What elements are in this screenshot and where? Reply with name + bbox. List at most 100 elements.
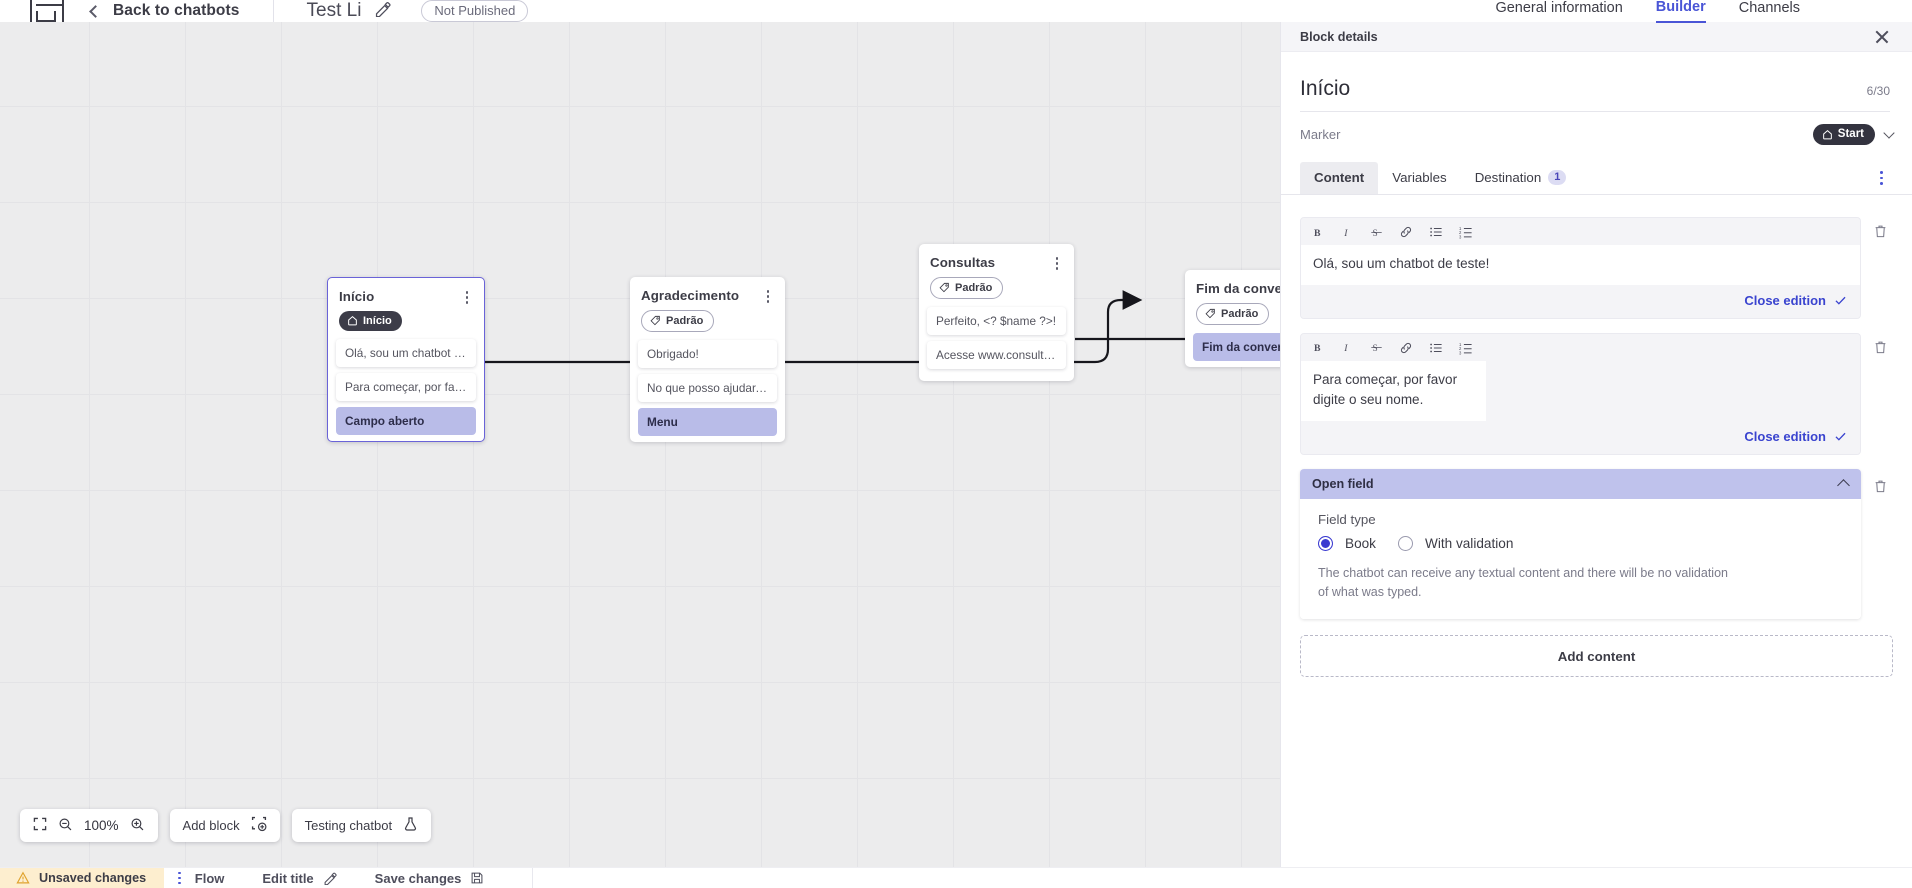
node-message[interactable]: Olá, sou um chatbot de teste! (336, 339, 476, 367)
tab-destination-label: Destination (1474, 170, 1542, 185)
trash-icon[interactable] (1867, 217, 1893, 239)
tab-builder[interactable]: Builder (1655, 0, 1706, 23)
node-tag-row: Início (328, 304, 484, 339)
close-edition-button[interactable]: Close edition (1744, 293, 1847, 308)
back-to-chatbots-link[interactable]: Back to chatbots (113, 2, 240, 19)
strikethrough-icon[interactable]: S (1370, 226, 1383, 239)
node-tag: Padrão (1196, 303, 1270, 325)
char-counter: 6/30 (1866, 84, 1890, 98)
node-tag-row: Padrão (919, 270, 1074, 307)
svg-text:B: B (1314, 227, 1321, 238)
svg-text:1: 1 (1459, 341, 1462, 346)
close-icon[interactable] (1874, 29, 1890, 45)
save-changes-button[interactable]: Save changes (375, 871, 485, 886)
pencil-icon (324, 872, 337, 885)
tag-icon (1205, 308, 1215, 319)
italic-icon[interactable]: I (1341, 226, 1354, 239)
node-tag: Padrão (641, 310, 715, 332)
node-message[interactable]: Acesse www.consultas.com par... (927, 340, 1066, 369)
rich-text-editor[interactable]: B I S 123 Para começar, por favor digite… (1300, 332, 1861, 455)
testing-chatbot-button[interactable]: Testing chatbot (291, 809, 432, 842)
node-menu-icon[interactable] (1050, 255, 1064, 270)
kebab-menu-icon[interactable] (178, 871, 181, 885)
radio-with-validation[interactable] (1397, 535, 1413, 551)
status-bar: Unsaved changes Flow Edit title Save cha… (0, 867, 1912, 888)
chevron-down-icon[interactable] (1883, 127, 1895, 139)
panel-tabs: Content Variables Destination 1 (1281, 162, 1912, 195)
home-icon (1822, 129, 1832, 139)
open-field-title: Open field (1312, 476, 1374, 491)
panel-title-row: Início 6/30 (1281, 52, 1912, 101)
bold-icon[interactable]: B (1312, 341, 1325, 354)
node-message-highlight[interactable]: Campo aberto (336, 407, 476, 435)
add-content-button[interactable]: Add content (1300, 635, 1893, 678)
flow-node-inicio[interactable]: Início Início Olá, sou um chatbot de tes… (327, 277, 485, 442)
node-tag: Início (339, 311, 402, 331)
tab-general-information[interactable]: General information (1495, 0, 1623, 16)
strikethrough-icon[interactable]: S (1370, 341, 1383, 354)
back-chevron-icon[interactable] (89, 4, 102, 18)
tab-content[interactable]: Content (1300, 162, 1379, 194)
marker-start-chip[interactable]: Start (1812, 124, 1875, 145)
node-message[interactable]: Obrigado! (638, 339, 777, 368)
svg-text:2: 2 (1459, 230, 1462, 235)
check-icon (1835, 296, 1846, 305)
flow-node-consultas[interactable]: Consultas Padrão Perfeito, <? $name ?>! … (919, 244, 1074, 381)
open-field-block: Open field Field type Book With validati… (1300, 468, 1893, 620)
bullet-list-icon[interactable] (1429, 225, 1443, 239)
tab-destination[interactable]: Destination 1 (1461, 162, 1581, 194)
header-divider (272, 0, 274, 22)
editor-text-value[interactable]: Olá, sou um chatbot de teste! (1301, 245, 1860, 285)
zoom-out-icon[interactable] (58, 817, 73, 835)
svg-text:I: I (1343, 227, 1348, 238)
close-edition-button[interactable]: Close edition (1744, 429, 1847, 444)
chevron-up-icon[interactable] (1837, 479, 1850, 492)
link-icon[interactable] (1399, 341, 1413, 355)
warning-icon (16, 871, 30, 884)
node-message-highlight[interactable]: Menu (638, 407, 777, 436)
editor-toolbar: B I S 123 (1301, 218, 1860, 245)
zoom-level: 100% (84, 818, 119, 833)
node-message[interactable]: Para começar, por favor digite o ... (336, 373, 476, 401)
publish-status-badge: Not Published (421, 0, 529, 22)
page-title: Início (1300, 77, 1351, 100)
node-message[interactable]: Perfeito, <? $name ?>! (927, 306, 1066, 335)
editor-text-value[interactable]: Para começar, por favor digite o seu nom… (1301, 360, 1486, 421)
node-menu-icon[interactable] (460, 289, 474, 304)
app-logo-icon[interactable] (30, 0, 64, 22)
testing-chatbot-label: Testing chatbot (304, 818, 393, 833)
marker-controls: Start (1812, 124, 1895, 145)
tab-variables-label: Variables (1392, 170, 1447, 185)
svg-text:2: 2 (1459, 346, 1462, 351)
italic-icon[interactable]: I (1341, 341, 1354, 354)
flow-node-agradecimento[interactable]: Agradecimento Padrão Obrigado! No que po… (630, 277, 785, 442)
chatbot-title: Test Li (306, 0, 362, 21)
zoom-in-icon[interactable] (130, 817, 145, 835)
rich-text-editor[interactable]: B I S 123 Olá, sou um chatbot de teste! … (1300, 217, 1861, 319)
fit-screen-icon[interactable] (33, 817, 47, 834)
tab-channels[interactable]: Channels (1738, 0, 1800, 16)
node-message[interactable]: No que posso ajudar, <? $name ... (638, 373, 777, 402)
link-icon[interactable] (1399, 225, 1413, 239)
zoom-controls: 100% (20, 809, 158, 842)
edit-title-button[interactable]: Edit title (262, 871, 337, 886)
kebab-menu-icon[interactable] (1870, 162, 1893, 194)
radio-book[interactable] (1318, 535, 1333, 551)
bold-icon[interactable]: B (1312, 226, 1325, 239)
tag-icon (650, 315, 660, 326)
add-block-button[interactable]: Add block (169, 809, 280, 842)
node-menu-icon[interactable] (761, 288, 775, 303)
node-tag: Padrão (930, 277, 1004, 299)
tab-variables[interactable]: Variables (1378, 162, 1460, 194)
svg-text:1: 1 (1459, 226, 1462, 231)
node-title: Início (339, 289, 375, 304)
panel-header-title: Block details (1300, 29, 1378, 44)
pencil-icon[interactable] (374, 0, 391, 22)
open-field-header[interactable]: Open field (1300, 468, 1861, 499)
trash-icon[interactable] (1867, 333, 1893, 355)
flow-button[interactable]: Flow (195, 871, 225, 886)
trash-icon[interactable] (1867, 469, 1893, 494)
bullet-list-icon[interactable] (1429, 341, 1443, 355)
